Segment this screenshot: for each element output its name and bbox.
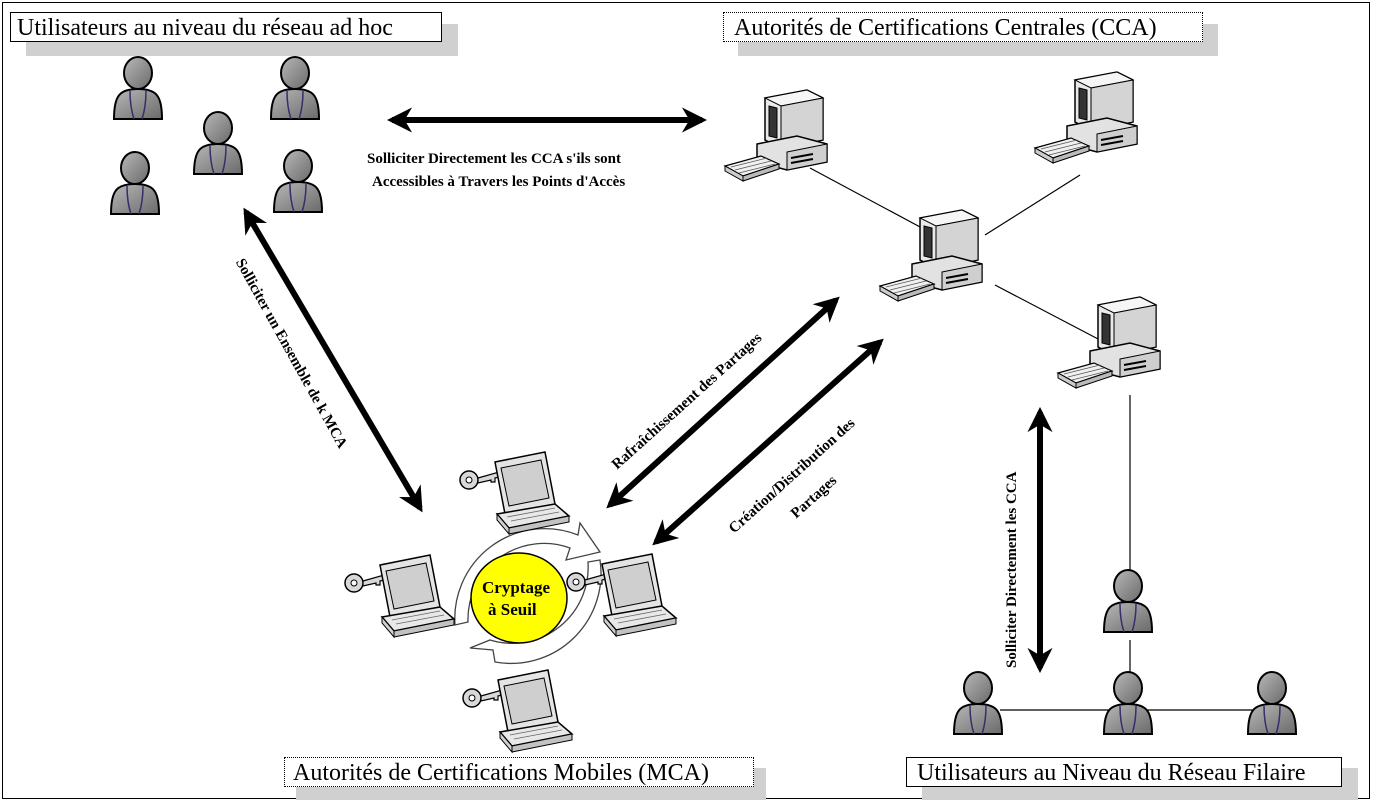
person-icon	[1247, 671, 1297, 735]
person-icon	[193, 111, 243, 175]
arrow-creation	[652, 338, 884, 546]
cca-title: Autorités de Certifications Centrales (C…	[723, 12, 1203, 42]
solicit-cca-label-2: Accessibles à Travers les Points d'Accès	[372, 174, 626, 190]
person-icon	[110, 151, 160, 215]
arrow-adhoc-mca	[243, 207, 423, 513]
adhoc-user-group	[110, 56, 323, 215]
network-links	[809, 167, 1255, 711]
computer-icon	[724, 89, 828, 182]
threshold-label-2: à Seuil	[488, 600, 537, 619]
person-icon	[953, 671, 1003, 735]
person-icon	[1103, 671, 1153, 735]
person-icon	[270, 56, 320, 120]
arrows	[243, 107, 1053, 674]
laptop-icon	[462, 669, 573, 753]
person-icon	[273, 149, 323, 213]
solicit-direct-label: Solliciter Directement les CCA	[1004, 471, 1020, 668]
wired-users-title: Utilisateurs au Niveau du Réseau Filaire	[906, 757, 1342, 787]
laptop-icon	[459, 451, 570, 535]
person-icon	[1103, 569, 1153, 633]
computer-icon	[1034, 71, 1138, 164]
solicit-cca-label-1: Solliciter Directement les CCA s'ils son…	[367, 151, 621, 167]
computer-icon	[879, 209, 983, 302]
computer-icon	[1057, 296, 1161, 389]
laptop-icon	[344, 554, 455, 638]
threshold-ellipse	[470, 552, 568, 644]
threshold-label-1: Cryptage	[482, 578, 550, 597]
person-icon	[113, 56, 163, 120]
mca-title: Autorités de Certifications Mobiles (MCA…	[284, 757, 754, 787]
adhoc-users-title: Utilisateurs au niveau du réseau ad hoc	[10, 12, 442, 42]
